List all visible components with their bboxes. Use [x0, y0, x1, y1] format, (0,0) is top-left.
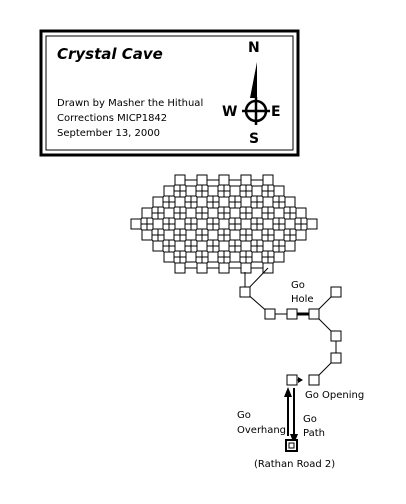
exit-label-go-hole-2: Hole — [291, 294, 314, 305]
cavern-room — [273, 185, 285, 197]
passage — [239, 272, 342, 452]
map-room — [286, 374, 298, 386]
cavern-room — [152, 240, 164, 252]
cavern-room — [207, 229, 219, 241]
cavern-room — [240, 174, 252, 186]
cavern-room — [229, 251, 241, 263]
map-room — [330, 330, 342, 342]
compass-rose-icon: N W E S — [222, 40, 281, 147]
cavern-room — [284, 240, 296, 252]
cavern-room — [262, 196, 274, 208]
cavern-room — [240, 218, 252, 230]
cavern-room — [240, 196, 252, 208]
compass-south: S — [249, 131, 259, 147]
cavern-room — [218, 174, 230, 186]
cavern-room — [229, 207, 241, 219]
cavern-room — [207, 185, 219, 197]
map-room — [239, 286, 251, 298]
cavern-room — [262, 218, 274, 230]
cavern-room — [207, 251, 219, 263]
cavern-room — [152, 196, 164, 208]
cavern-room — [185, 185, 197, 197]
cavern-room — [251, 185, 263, 197]
map-room — [286, 308, 298, 320]
cavern-room — [273, 229, 285, 241]
cavern-room — [196, 240, 208, 252]
cavern-room — [196, 218, 208, 230]
cavern-room — [185, 229, 197, 241]
cavern-room — [262, 240, 274, 252]
map-room — [264, 308, 276, 320]
cavern-room — [229, 185, 241, 197]
cavern-room — [306, 218, 318, 230]
exit-label-go-overhang-1: Go — [237, 410, 251, 421]
cavern-room — [174, 196, 186, 208]
cavern-room — [284, 196, 296, 208]
cavern-room — [174, 262, 186, 274]
cavern-room — [229, 229, 241, 241]
cavern-room — [273, 251, 285, 263]
destination-label: (Rathan Road 2) — [254, 459, 335, 470]
cavern-room — [240, 262, 252, 274]
corrections-text: Corrections MICP1842 — [57, 113, 167, 124]
cavern-room — [251, 229, 263, 241]
cavern-room — [185, 251, 197, 263]
cavern-room — [218, 240, 230, 252]
drawn-by-text: Drawn by Masher the Hithual — [57, 98, 203, 109]
exit-label-go-path-1: Go — [303, 414, 317, 425]
cavern-room — [284, 218, 296, 230]
cavern-room — [174, 218, 186, 230]
map-room — [308, 374, 320, 386]
compass-east: E — [271, 104, 281, 120]
cavern-room — [196, 262, 208, 274]
cavern-room — [295, 207, 307, 219]
cavern-room — [295, 229, 307, 241]
crystal-cavern-grid — [130, 174, 318, 293]
cavern-room — [196, 174, 208, 186]
exit-label-go-path-2: Path — [303, 428, 325, 439]
map-room — [308, 308, 320, 320]
cavern-room — [185, 207, 197, 219]
cavern-room — [152, 218, 164, 230]
date-text: September 13, 2000 — [57, 128, 160, 139]
cavern-room — [163, 251, 175, 263]
compass-north: N — [248, 40, 260, 56]
cavern-room — [262, 174, 274, 186]
cavern-room — [163, 185, 175, 197]
cavern-room — [196, 196, 208, 208]
cavern-room — [207, 207, 219, 219]
exit-label-go-opening: Go Opening — [305, 390, 364, 401]
cavern-room — [251, 207, 263, 219]
cavern-room — [240, 240, 252, 252]
map-room — [330, 286, 342, 298]
cavern-room — [218, 262, 230, 274]
cavern-room — [251, 251, 263, 263]
map-room — [330, 352, 342, 364]
exit-label-go-overhang-2: Overhang — [237, 425, 286, 436]
compass-west: W — [222, 104, 237, 120]
cavern-room — [174, 174, 186, 186]
cavern-room — [218, 196, 230, 208]
cavern-room — [163, 229, 175, 241]
cavern-room — [130, 218, 142, 230]
map-title: Crystal Cave — [57, 45, 163, 63]
cavern-room — [273, 207, 285, 219]
cavern-room — [218, 218, 230, 230]
cavern-room — [141, 207, 153, 219]
exit-label-go-hole-1: Go — [291, 280, 305, 291]
cavern-room — [174, 240, 186, 252]
cavern-room — [163, 207, 175, 219]
cavern-room — [141, 229, 153, 241]
